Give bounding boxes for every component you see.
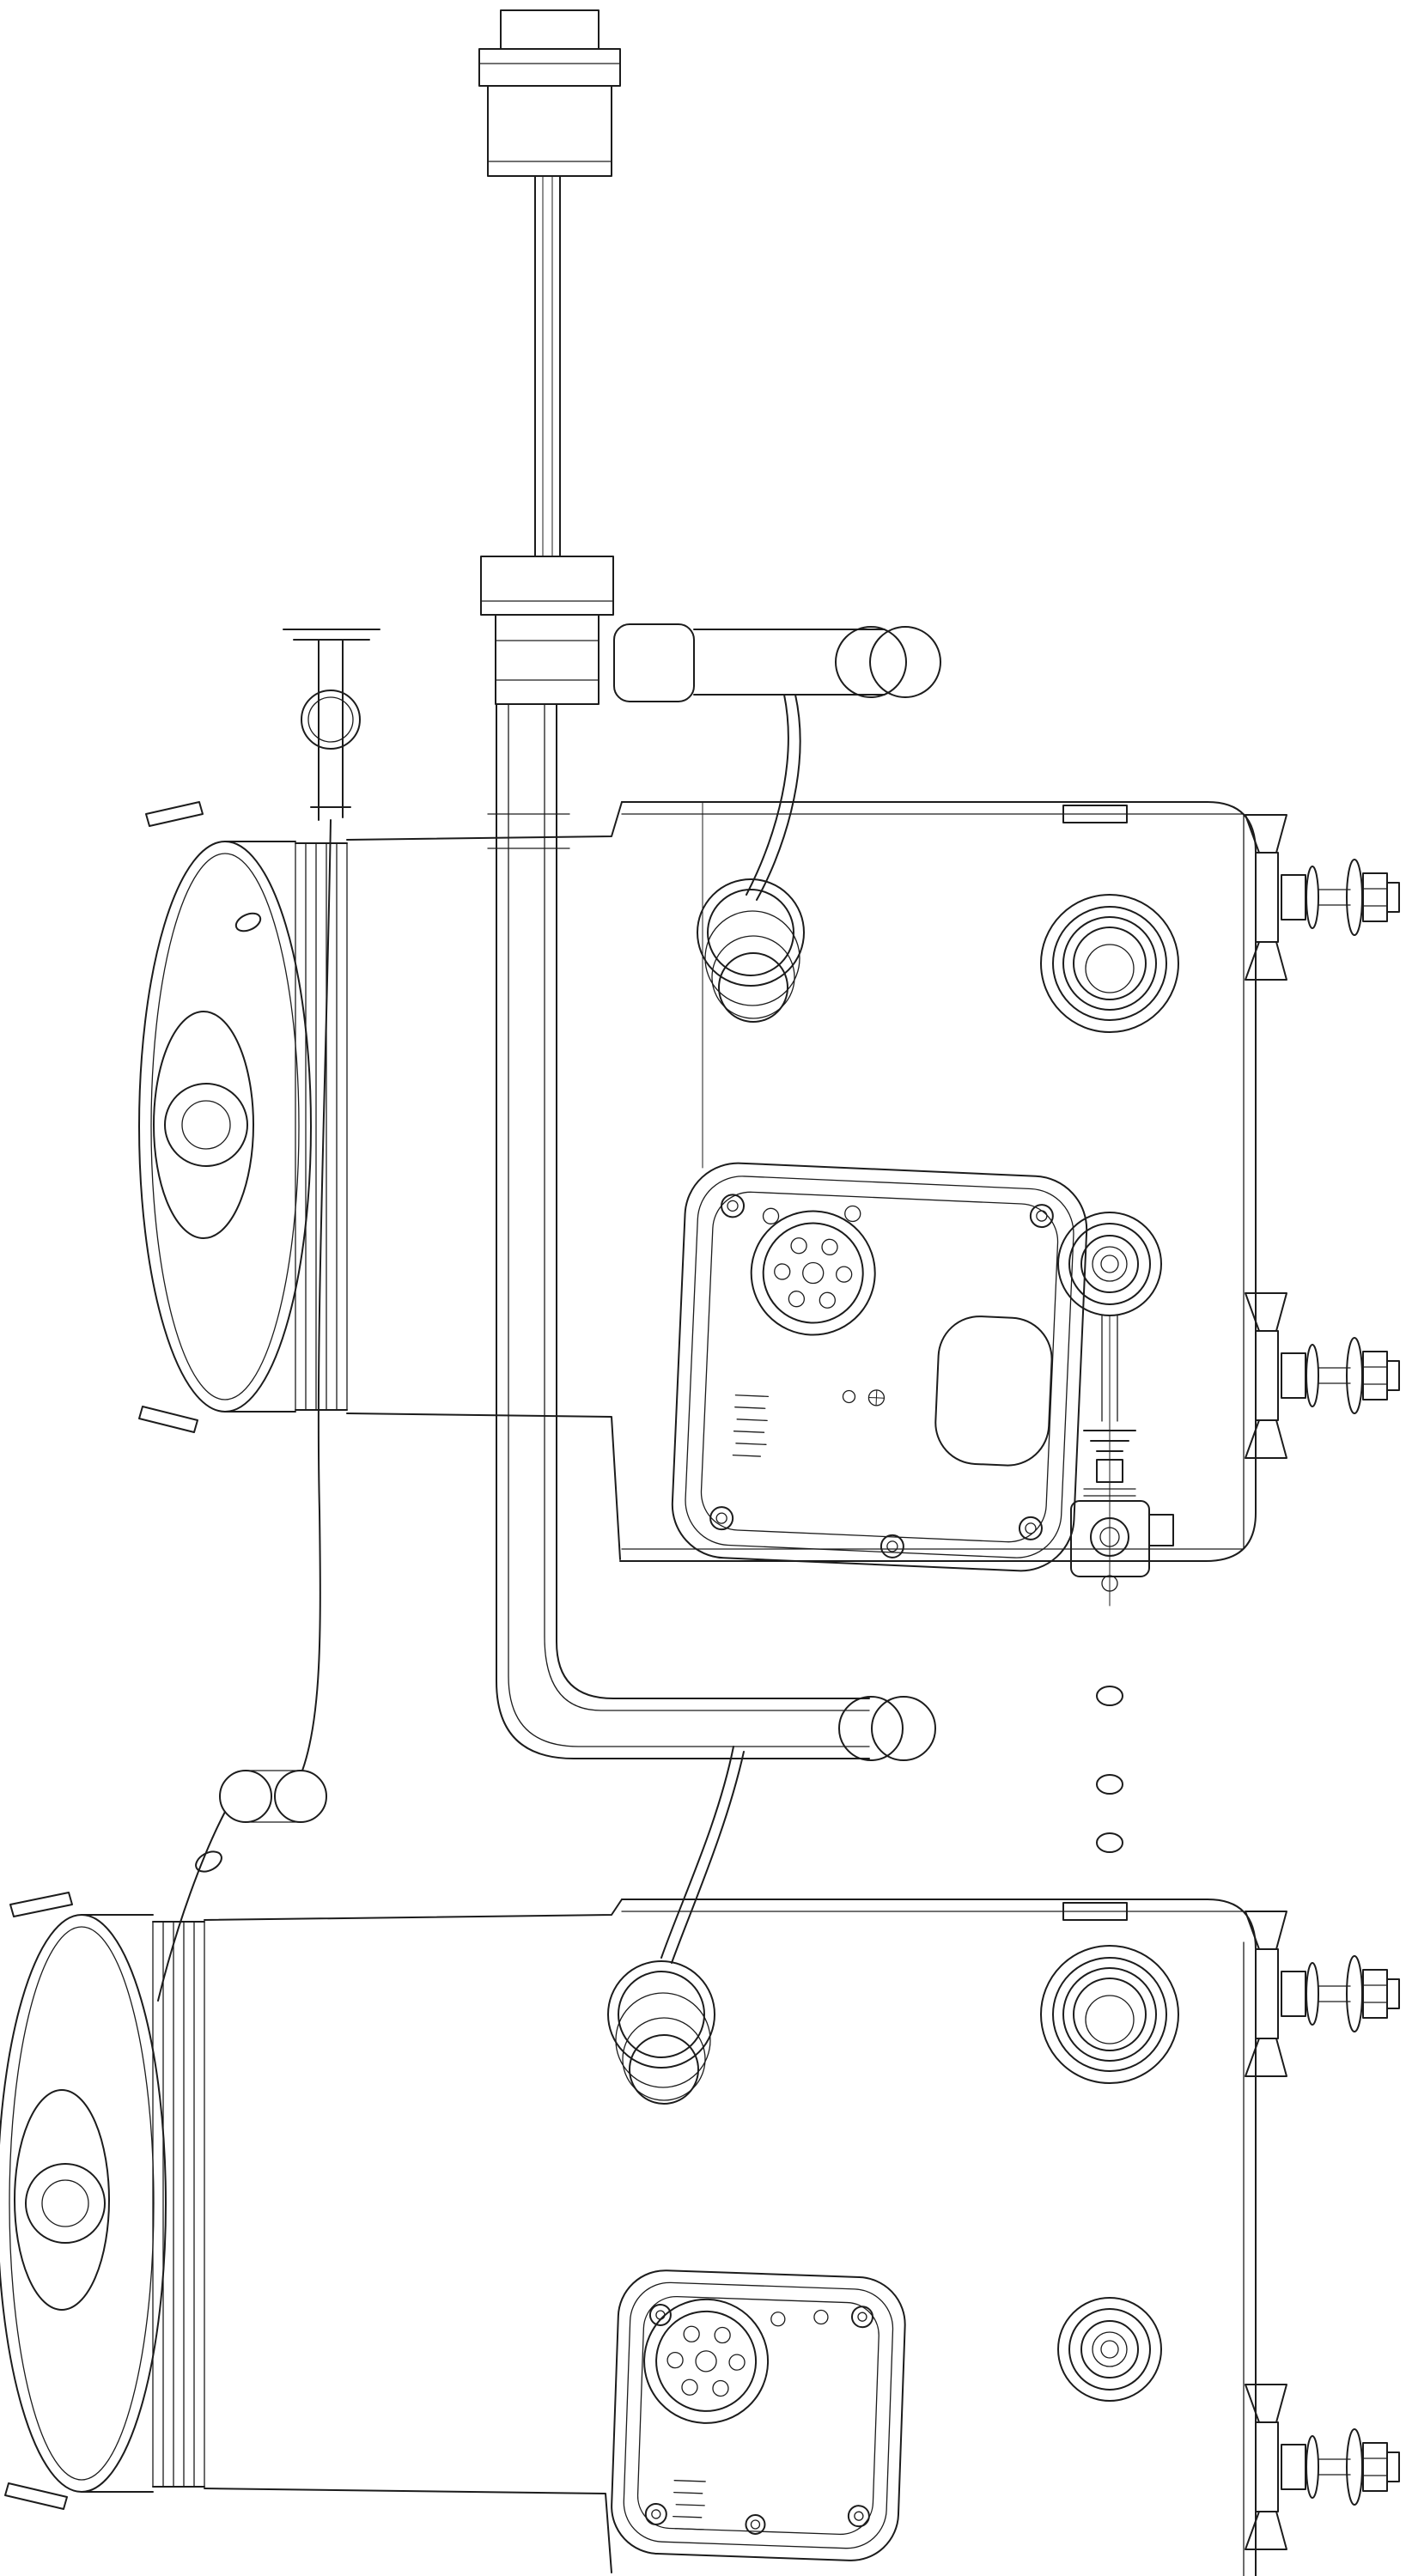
mount-bracket-upper-top <box>1245 814 1400 981</box>
vessel-upper-end-cap <box>138 801 312 1433</box>
vessel-lower-rib-stack <box>152 1921 205 2488</box>
spring-hatch <box>732 1394 770 1457</box>
hose-lower <box>660 1746 745 1964</box>
vessel-upper-rib-stack <box>295 842 348 1411</box>
vessel-lower <box>0 1892 1400 2576</box>
corner-bolt <box>721 1194 746 1218</box>
port-medium-lower <box>1057 2297 1162 2402</box>
corner-bolt <box>644 2502 667 2525</box>
vessel-upper <box>138 801 1400 1607</box>
cable-coil-ring <box>274 1770 327 1823</box>
port-large-upper <box>1040 894 1179 1033</box>
transfer-pipe <box>496 703 936 1761</box>
junction-arm-cylinder <box>835 626 907 698</box>
vessel-upper-shell <box>346 801 1257 1562</box>
connector-lower <box>641 2296 771 2427</box>
junction-cover-plate-upper <box>671 1162 1088 1572</box>
hose-upper <box>746 694 801 901</box>
plate-cutout <box>934 1315 1053 1467</box>
dipstick-rod <box>283 629 380 821</box>
cable-with-coil <box>157 819 332 2002</box>
corner-bolt <box>648 2303 672 2326</box>
connector-upper <box>747 1207 879 1339</box>
corner-bolt <box>709 1506 734 1531</box>
drain-valve <box>1070 1315 1174 1607</box>
pipe-end-cylinder <box>838 1696 904 1761</box>
vessel-lower-end-cap <box>0 1892 167 2510</box>
spring-hatch <box>673 2480 706 2530</box>
corner-bolt <box>847 2505 870 2528</box>
port-stack-upper <box>697 878 805 1023</box>
drawing-root <box>0 9 1400 2576</box>
lifting-lug <box>1062 805 1128 823</box>
corner-bolt <box>850 2306 873 2329</box>
cable-coil-ring <box>219 1770 272 1823</box>
junction-cover-plate-lower <box>611 2269 906 2561</box>
corner-bolt <box>1029 1204 1054 1229</box>
pipe-junction <box>480 556 941 705</box>
cable-bead <box>234 912 262 933</box>
port-stack-lower <box>607 1960 715 2105</box>
mount-bracket-lower-top <box>1245 1911 1400 2077</box>
intake-stack <box>478 9 621 557</box>
cable-bead <box>195 1850 222 1873</box>
stud-holes <box>1096 1686 1123 1853</box>
port-large-lower <box>1040 1945 1179 2084</box>
corner-bolt <box>1018 1516 1043 1540</box>
vessel-lower-shell <box>204 1899 1257 2576</box>
lifting-lug <box>1062 1902 1128 1921</box>
mount-bracket-upper-bottom <box>1245 1292 1400 1459</box>
mount-bracket-lower-bottom <box>1245 2384 1400 2550</box>
